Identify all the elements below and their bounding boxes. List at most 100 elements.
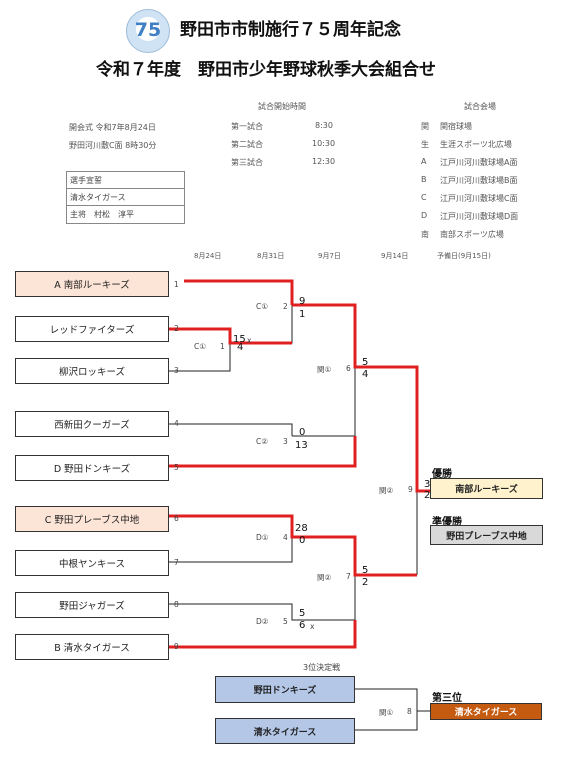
page-title: 野田市市制施行７５周年記念 bbox=[180, 20, 401, 40]
city-75th-logo: 75 bbox=[126, 9, 170, 53]
seed-number: 5 bbox=[174, 463, 179, 472]
score-top: 28 bbox=[295, 523, 308, 534]
team-box: C 野田プレーブス中地 bbox=[15, 506, 169, 532]
winner-line bbox=[169, 620, 357, 649]
team-box: 中根ヤンキース bbox=[15, 550, 169, 576]
match-number: 5 bbox=[283, 617, 288, 626]
bracket-line bbox=[169, 603, 355, 621]
team-box: B 清水タイガース bbox=[15, 634, 169, 660]
match-venue: 関② bbox=[317, 573, 332, 582]
venue-code: D bbox=[421, 211, 428, 220]
schedule-game: 第一試合 bbox=[231, 122, 263, 131]
venue-code: 南 bbox=[421, 230, 429, 239]
match-venue: C① bbox=[194, 342, 206, 351]
match-venue: 関① bbox=[317, 365, 332, 374]
round-date: 8月24日 bbox=[194, 252, 222, 260]
round-date: 予備日(9月15日) bbox=[437, 252, 491, 260]
score-top: 5 bbox=[362, 565, 369, 576]
seed-number: 1 bbox=[174, 280, 179, 289]
seed-number: 2 bbox=[174, 324, 179, 333]
team-box: レッドファイターズ bbox=[15, 316, 169, 342]
score-top: 5 bbox=[299, 608, 306, 619]
match-venue: C② bbox=[256, 437, 268, 446]
forfeit-mark: x bbox=[310, 622, 315, 631]
match-number: 8 bbox=[407, 707, 412, 716]
runner-up-label: 準優勝 bbox=[432, 517, 462, 528]
seed-number: 9 bbox=[174, 642, 179, 651]
score-bottom: 13 bbox=[295, 440, 308, 451]
player-oath-table: 選手宣誓 清水タイガース 主将 村松 淳平 bbox=[66, 171, 185, 224]
venue-name: 江戸川河川敷球場D面 bbox=[440, 212, 519, 221]
score-top: 15 bbox=[233, 334, 246, 345]
venue-header: 試合会場 bbox=[464, 102, 496, 111]
score-bottom: 4 bbox=[362, 369, 369, 380]
oath-captain: 主将 村松 淳平 bbox=[70, 210, 134, 219]
team-box: 柳沢ロッキーズ bbox=[15, 358, 169, 384]
score-bottom: 6 bbox=[299, 620, 306, 631]
venue-code: B bbox=[421, 175, 427, 184]
bracket-line bbox=[169, 423, 293, 436]
match-venue: 関① bbox=[379, 708, 394, 717]
score-bottom: 4 bbox=[237, 342, 244, 353]
seed-number: 8 bbox=[174, 600, 179, 609]
venue-code: A bbox=[421, 157, 427, 166]
bracket-line bbox=[292, 367, 356, 437]
runner-up-box: 野田プレーブス中地 bbox=[430, 525, 543, 545]
schedule-time: 8:30 bbox=[315, 121, 333, 130]
match-number: 3 bbox=[283, 437, 288, 446]
score-bottom: 0 bbox=[299, 535, 306, 546]
match-number: 4 bbox=[283, 533, 288, 542]
team-box: D 野田ドンキーズ bbox=[15, 455, 169, 481]
schedule-time: 12:30 bbox=[312, 157, 336, 166]
venue-code: 関 bbox=[421, 122, 429, 131]
score-top: 0 bbox=[299, 427, 306, 438]
score-top: 3 bbox=[424, 479, 431, 490]
bracket-line bbox=[169, 537, 293, 563]
match-venue: 関② bbox=[379, 486, 394, 495]
winner-line bbox=[169, 514, 417, 577]
team-box: A 南部ルーキーズ bbox=[15, 271, 169, 297]
champion-box: 南部ルーキーズ bbox=[430, 478, 543, 499]
match-venue: D② bbox=[256, 617, 269, 626]
champion-label: 優勝 bbox=[432, 469, 452, 480]
schedule-game: 第二試合 bbox=[231, 140, 263, 149]
opening-ceremony: 開会式 令和7年8月24日 bbox=[69, 123, 156, 132]
round-date: 9月7日 bbox=[318, 252, 341, 260]
oath-header: 選手宣誓 bbox=[67, 172, 184, 189]
schedule-game: 第三試合 bbox=[231, 158, 263, 167]
winner-line bbox=[292, 303, 430, 493]
bracket-line bbox=[355, 711, 418, 731]
team-box: 西新田クーガーズ bbox=[15, 411, 169, 437]
third-place-title: 3位決定戦 bbox=[303, 663, 341, 672]
match-number: 1 bbox=[220, 342, 225, 351]
seed-number: 6 bbox=[174, 514, 179, 523]
score-top: 9 bbox=[299, 296, 306, 307]
venue-name: 南部スポーツ広場 bbox=[440, 230, 504, 239]
venue-name: 生涯スポーツ北広場 bbox=[440, 140, 512, 149]
score-bottom: 2 bbox=[424, 490, 431, 501]
match-number: 9 bbox=[408, 485, 413, 494]
round-date: 9月14日 bbox=[381, 252, 409, 260]
page-subtitle: 令和７年度 野田市少年野球秋季大会組合せ bbox=[96, 60, 436, 80]
third-place-team: 清水タイガース bbox=[215, 718, 355, 744]
schedule-header: 試合開始時間 bbox=[258, 102, 306, 111]
match-venue: D① bbox=[256, 533, 269, 542]
venue-name: 江戸川河川敷球場B面 bbox=[440, 176, 518, 185]
seed-number: 4 bbox=[174, 419, 179, 428]
score-top: 5 bbox=[362, 357, 369, 368]
venue-code: C bbox=[421, 193, 427, 202]
opening-place: 野田河川敷C面 8時30分 bbox=[69, 141, 157, 150]
match-number: 7 bbox=[346, 572, 351, 581]
third-place-label: 第三位 bbox=[432, 693, 462, 704]
team-box: 野田ジャガーズ bbox=[15, 592, 169, 618]
round-date: 8月31日 bbox=[257, 252, 285, 260]
venue-name: 江戸川河川敷球場A面 bbox=[440, 158, 518, 167]
third-place-team: 野田ドンキーズ bbox=[215, 676, 355, 703]
seed-number: 3 bbox=[174, 366, 179, 375]
seed-number: 7 bbox=[174, 558, 179, 567]
schedule-time: 10:30 bbox=[312, 139, 336, 148]
match-number: 2 bbox=[283, 302, 288, 311]
bracket-line bbox=[355, 688, 430, 712]
third-place-winner: 清水タイガース bbox=[430, 703, 542, 720]
